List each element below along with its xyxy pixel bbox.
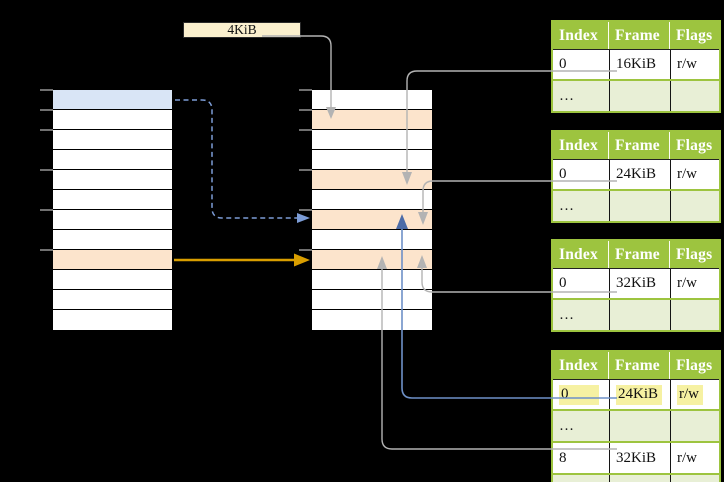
table-cell: … [553,475,609,482]
memory-cell-white [312,290,432,310]
column-header-index: Index [553,132,609,159]
column-header-index: Index [553,352,609,379]
memory-cell-orange [53,250,172,270]
table-cell: r/w [670,269,719,298]
column-header-flags: Flags [676,26,713,44]
highlighted-value: 24KiB [616,384,663,405]
page-size-label-text: 4KiB [227,22,257,37]
memory-cell-white [53,270,172,290]
memory-cell-white [312,310,432,330]
table-row-ellipsis: … [553,189,719,221]
memory-cell-white [53,110,172,130]
memory-cell-blue [53,90,172,110]
table-cell: 0 [559,56,567,72]
memory-cell-white [53,130,172,150]
table-cell [609,300,670,330]
table-cell: r/w [670,380,719,409]
table-cell: 24KiB [609,380,670,409]
memory-cell-white [53,290,172,310]
table-cell: … [559,197,574,214]
memory-cell-orange [312,210,432,230]
column-header-index: Index [553,241,609,268]
highlighted-value: r/w [677,384,703,405]
highlighted-value: 0 [559,384,599,405]
table-cell [609,191,670,221]
table-row-ellipsis: … [553,409,719,441]
memory-cell-white [312,190,432,210]
column-header-frame: Frame [609,352,670,379]
memory-cell-orange [312,250,432,270]
table-cell: 8 [559,449,567,466]
table-cell: 24KiB [609,160,670,189]
table-cell: 0 [553,380,609,409]
table-cell: 16KiB [609,50,670,79]
table-row-entry: 0 24KiB r/w [553,379,719,409]
table-cell [670,191,719,221]
table-cell: … [559,87,574,104]
table-cell: r/w [670,50,719,79]
memory-cell-white [53,210,172,230]
table-row-ellipsis: … [553,473,719,482]
table-cell [670,475,719,482]
physical-memory-column [310,88,434,332]
memory-cell-white [53,170,172,190]
table-cell [670,81,719,111]
column-header-flags: Flags [676,136,713,154]
table-cell [609,411,670,441]
memory-cell-orange [312,110,432,130]
table-cell [609,81,670,111]
table-cell: 0 [559,275,567,291]
memory-cell-white [312,90,432,110]
connector-virtual-page8-orange [174,253,310,267]
table-cell [670,411,719,441]
memory-cell-white [53,190,172,210]
column-header-frame: Frame [609,241,670,268]
memory-cell-white [312,150,432,170]
table-cell: r/w [670,160,719,189]
table-cell: 32KiB [609,269,670,298]
table-cell: 0 [559,166,567,182]
column-header-flags: Flags [676,245,713,263]
table-cell: r/w [670,443,719,473]
column-header-frame: Frame [609,132,670,159]
table-cell: … [559,417,574,434]
table-cell: 32KiB [609,443,670,473]
table-row-ellipsis: … [553,79,719,111]
column-header-frame: Frame [609,22,670,49]
column-header-index: Index [553,22,609,49]
memory-cell-white [53,150,172,170]
memory-cell-white [53,230,172,250]
table-cell [609,475,670,482]
page-size-label: 4KiB [183,22,301,38]
virtual-memory-column [51,88,174,332]
table-row-ellipsis: … [553,298,719,330]
table-cell: … [559,306,574,323]
memory-cell-white [312,230,432,250]
table-cell [670,300,719,330]
memory-cell-white [53,310,172,330]
column-header-flags: Flags [676,356,713,374]
memory-cell-orange [312,170,432,190]
memory-cell-white [312,270,432,290]
memory-cell-white [312,130,432,150]
connector-virtual-page0-dashed [175,99,310,223]
